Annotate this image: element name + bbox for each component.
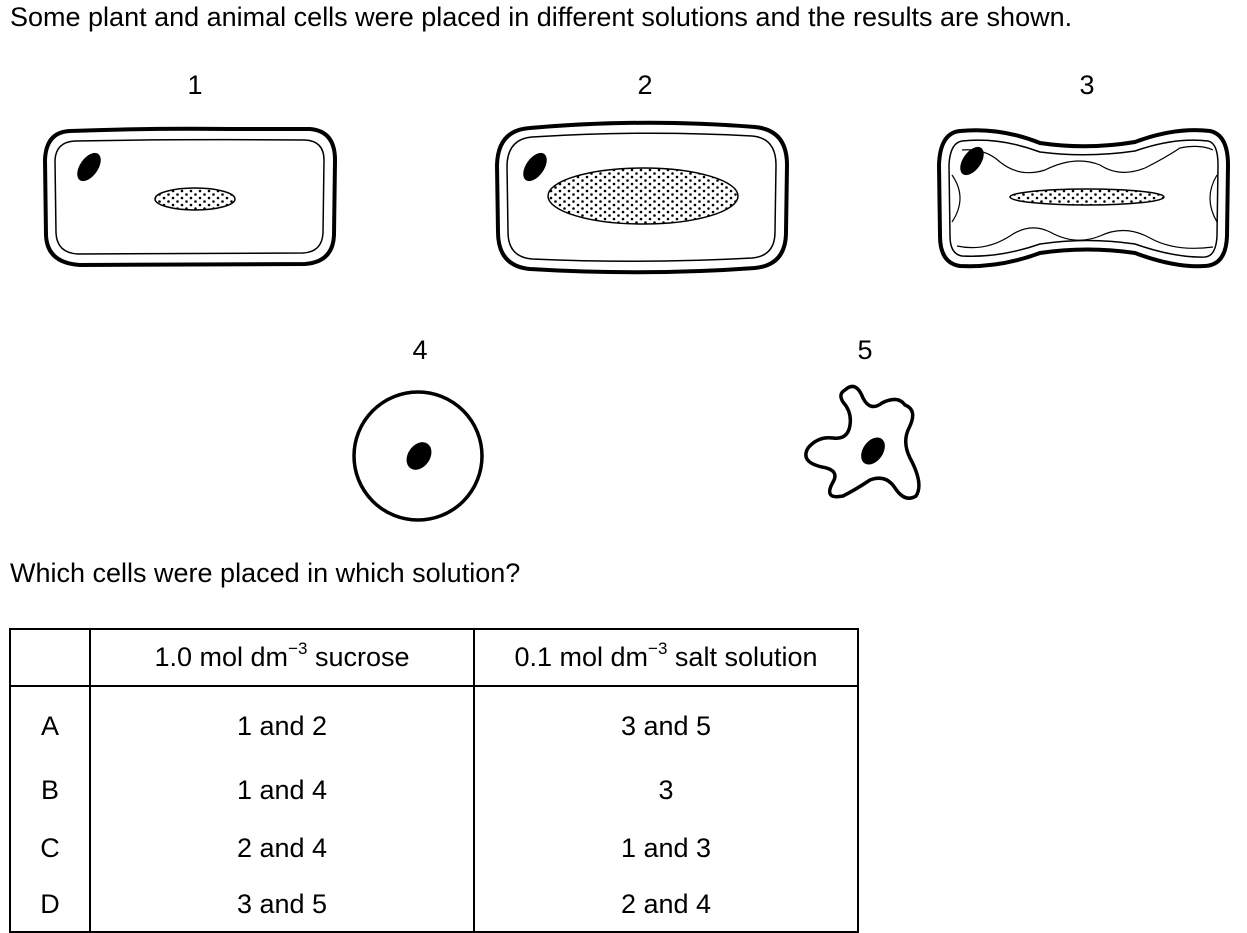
cell-label-4: 4 [412, 335, 427, 365]
cell-label-1: 1 [187, 70, 202, 100]
table-row: B 1 and 4 3 [9, 761, 859, 819]
plant-cell-3 [936, 128, 1231, 269]
sucrose-cell: 1 and 4 [90, 761, 475, 819]
intro-text: Some plant and animal cells were placed … [10, 2, 1073, 32]
animal-cell-5 [804, 384, 921, 500]
header-salt: 0.1 mol dm−3 salt solution [474, 628, 859, 687]
salt-cell: 3 and 5 [474, 686, 859, 761]
salt-cell: 1 and 3 [474, 819, 859, 877]
header-sucrose-label: sucrose [307, 642, 410, 672]
sucrose-cell: 2 and 4 [90, 819, 475, 877]
table-row: D 3 and 5 2 and 4 [9, 877, 859, 933]
table-row: A 1 and 2 3 and 5 [9, 686, 859, 761]
plant-cell-2 [494, 120, 790, 275]
header-salt-label: salt solution [667, 642, 818, 672]
header-salt-exponent: −3 [648, 639, 668, 658]
animal-cell-4 [352, 390, 484, 522]
option-label: A [9, 686, 91, 761]
header-sucrose: 1.0 mol dm−3 sucrose [90, 628, 475, 687]
option-label: B [9, 761, 91, 819]
answer-table: 1.0 mol dm−3 sucrose 0.1 mol dm−3 salt s… [9, 628, 859, 933]
question-text: Which cells were placed in which solutio… [10, 558, 521, 588]
option-label: C [9, 819, 91, 877]
header-sucrose-concentration: 1.0 mol dm [154, 642, 289, 672]
header-option [9, 628, 91, 687]
option-label: D [9, 877, 91, 933]
header-salt-concentration: 0.1 mol dm [514, 642, 649, 672]
cell-label-5: 5 [857, 335, 872, 365]
table-header-row: 1.0 mol dm−3 sucrose 0.1 mol dm−3 salt s… [9, 628, 859, 687]
sucrose-cell: 3 and 5 [90, 877, 475, 933]
table-row: C 2 and 4 1 and 3 [9, 819, 859, 877]
plant-cell-1 [42, 126, 338, 268]
salt-cell: 3 [474, 761, 859, 819]
header-sucrose-exponent: −3 [288, 639, 308, 658]
sucrose-cell: 1 and 2 [90, 686, 475, 761]
cell-label-2: 2 [637, 70, 652, 100]
salt-cell: 2 and 4 [474, 877, 859, 933]
cells-diagram: 1 2 3 4 5 [42, 70, 1231, 522]
cell-label-3: 3 [1079, 70, 1094, 100]
